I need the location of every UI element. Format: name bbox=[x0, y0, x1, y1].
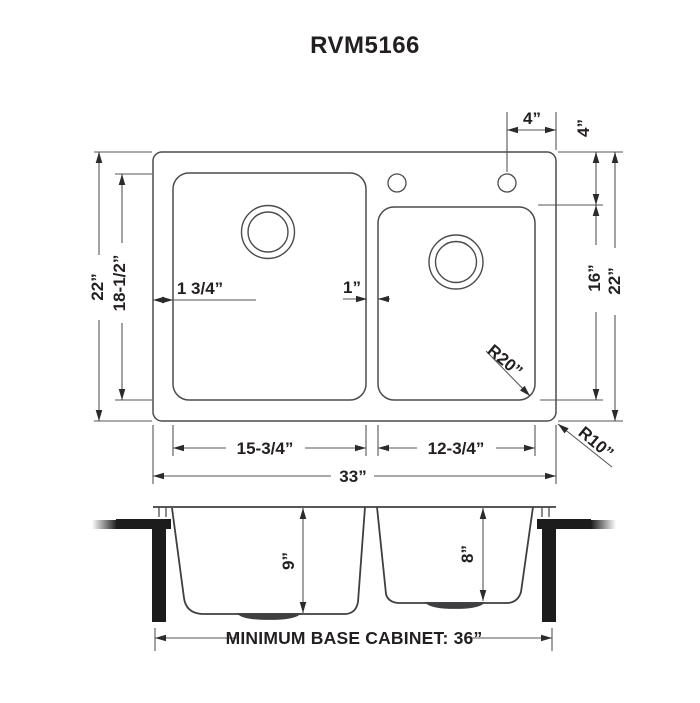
overall-width-label: 33” bbox=[339, 467, 366, 486]
right-bowl-profile bbox=[376, 506, 534, 604]
sink-outer-rim bbox=[152, 151, 557, 422]
faucet-hole-left bbox=[387, 173, 407, 193]
left-bowl-outline bbox=[172, 172, 367, 401]
left-rim-label: 1 3/4” bbox=[177, 279, 223, 298]
model-title: RVM5166 bbox=[310, 32, 420, 59]
counter-left bbox=[116, 519, 171, 529]
left-drain-inner bbox=[247, 211, 289, 253]
left-overall-depth-label: 22” bbox=[88, 273, 107, 300]
top-view bbox=[152, 151, 557, 422]
cabinet-solids bbox=[92, 519, 616, 622]
cabinet-wall-right bbox=[542, 529, 556, 622]
left-drain-outer bbox=[240, 204, 296, 260]
section-labels: 9” 8” MINIMUM BASE CABINET: 36” bbox=[226, 545, 483, 648]
right-bowl-depth-label: 16” bbox=[585, 264, 604, 291]
label-backings bbox=[226, 438, 496, 485]
label-backing bbox=[238, 628, 470, 647]
left-drain-bump bbox=[236, 613, 302, 620]
left-depth-label: 9” bbox=[279, 552, 298, 570]
divider-label: 1” bbox=[343, 278, 361, 297]
counter-left-fade bbox=[92, 520, 117, 529]
right-drain-outer bbox=[428, 234, 484, 290]
left-bowl-profile bbox=[171, 506, 366, 615]
faucet-spacing-label: 4” bbox=[523, 109, 541, 128]
counter-right-fade bbox=[591, 520, 616, 529]
base-cabinet-label: MINIMUM BASE CABINET: 36” bbox=[226, 628, 483, 648]
bowl-radius-label: R20” bbox=[484, 341, 527, 381]
right-overall-depth-label: 22” bbox=[605, 267, 624, 294]
leader-corner-radius bbox=[557, 423, 613, 468]
cabinet-wall-left bbox=[152, 529, 166, 622]
faucet-hole-right bbox=[497, 173, 517, 193]
faucet-setback-label: 4” bbox=[574, 119, 593, 137]
top-view-labels: 4” 4” 22” 18-1/2” 1 3/4” 1” 16” 22” R20”… bbox=[88, 109, 624, 486]
right-bowl-width-label: 12-3/4” bbox=[428, 439, 485, 458]
sink-profile bbox=[153, 506, 556, 620]
left-bowl-width-label: 15-3/4” bbox=[237, 439, 294, 458]
right-drain-inner bbox=[434, 240, 478, 284]
right-drain-bump bbox=[424, 602, 486, 609]
leader-bowl-radius bbox=[485, 350, 531, 397]
left-bowl-depth-label: 18-1/2” bbox=[110, 255, 129, 312]
top-view-dimensions bbox=[94, 112, 623, 484]
right-bowl-outline bbox=[377, 206, 536, 401]
right-depth-label: 8” bbox=[458, 545, 477, 563]
counter-right bbox=[537, 519, 591, 529]
section-view: 9” 8” MINIMUM BASE CABINET: 36” bbox=[92, 506, 616, 651]
